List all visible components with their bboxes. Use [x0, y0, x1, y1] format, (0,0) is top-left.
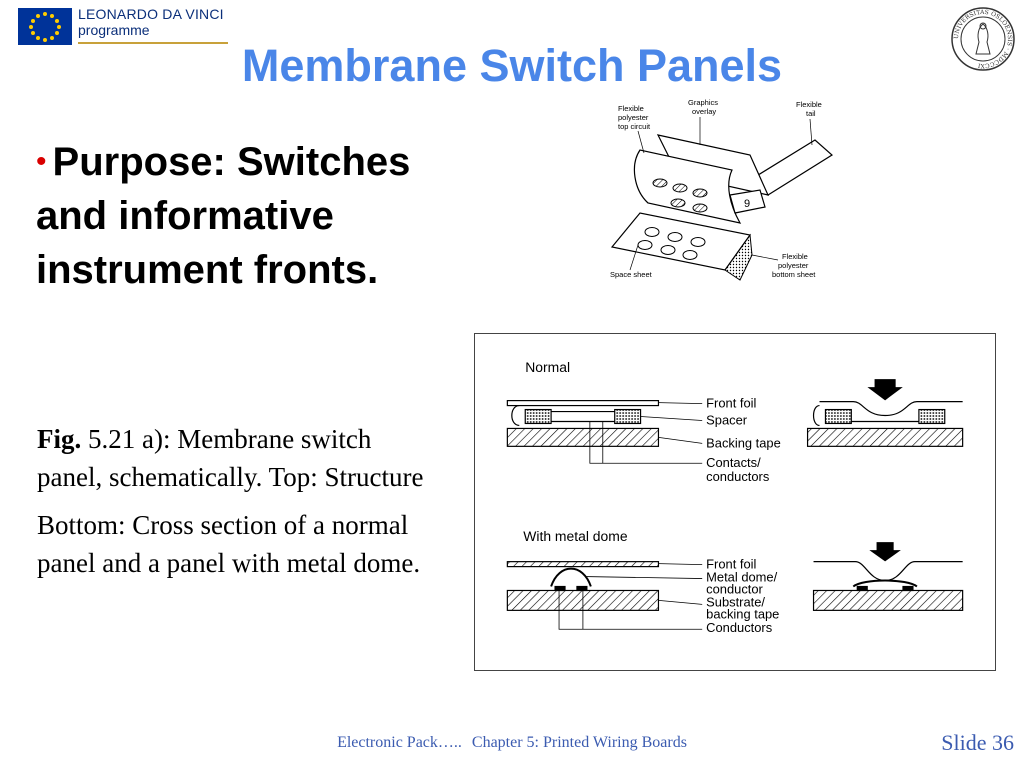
- structure-diagram: 9 Flexible polyester top circuit Graphic…: [610, 98, 834, 281]
- label-bottom-sheet-2: polyester: [778, 261, 809, 270]
- label-space-sheet: Space sheet: [610, 270, 653, 279]
- purpose-text: Purpose: Switches and informative instru…: [36, 140, 411, 292]
- bullet-marker: •: [36, 145, 47, 178]
- label-front-foil-2: Front foil: [706, 557, 756, 572]
- label-conductors-2: Conductors: [706, 620, 772, 635]
- label-dome-conductor: conductor: [706, 581, 763, 596]
- footer-chapter: Chapter 5: Printed Wiring Boards: [471, 734, 687, 751]
- fig-text: 5.21 a): Membrane switch panel, schemati…: [37, 424, 424, 492]
- fig-label: Fig.: [37, 424, 82, 454]
- label-graphics-2: overlay: [692, 107, 716, 116]
- label-substrate-backing: backing tape: [706, 606, 779, 621]
- caption-bottom: Bottom: Cross section of a normal panel …: [37, 510, 421, 578]
- label-tail-1: Flexible: [796, 100, 822, 109]
- caption-structure: Fig. 5.21 a): Membrane switch panel, sch…: [37, 420, 437, 496]
- label-front-foil-1: Front foil: [706, 396, 756, 411]
- logo-rule: [78, 42, 228, 44]
- logo-line-2: programme: [78, 22, 150, 38]
- footer: Electronic Pack….. Chapter 5: Printed Wir…: [0, 734, 1024, 752]
- label-backing-tape: Backing tape: [706, 435, 781, 450]
- label-bottom-sheet-3: bottom sheet: [772, 270, 816, 279]
- label-graphics-1: Graphics: [688, 98, 718, 107]
- figure-caption: Fig. 5.21 a): Membrane switch panel, sch…: [37, 420, 437, 582]
- label-substrate: Substrate/: [706, 594, 765, 609]
- slide-title: Membrane Switch Panels: [241, 40, 783, 91]
- label-top-circuit-1: Flexible: [618, 104, 644, 113]
- footer-course: Electronic Pack…..: [337, 734, 462, 751]
- logo-line-1: LEONARDO DA VINCI: [78, 6, 224, 22]
- label-spacer: Spacer: [706, 412, 748, 427]
- label-conductors-1: conductors: [706, 469, 769, 484]
- slide-number: Slide 36: [941, 730, 1014, 755]
- dome-heading: With metal dome: [523, 528, 628, 544]
- key-digit: 9: [744, 198, 750, 210]
- label-contacts: Contacts/: [706, 455, 761, 470]
- cross-section-diagram: Normal Front foil Spacer Backing tape Co…: [474, 333, 996, 671]
- label-metal-dome: Metal dome/: [706, 570, 777, 585]
- leonardo-logo: LEONARDO DA VINCI programme: [78, 6, 228, 44]
- label-top-circuit-3: top circuit: [618, 122, 651, 131]
- label-bottom-sheet-1: Flexible: [782, 252, 808, 261]
- eu-flag-icon: [18, 8, 72, 45]
- label-top-circuit-2: polyester: [618, 113, 649, 122]
- purpose-bullet: •Purpose: Switches and informative instr…: [36, 135, 456, 297]
- label-tail-2: tail: [806, 109, 816, 118]
- normal-heading: Normal: [525, 359, 570, 375]
- university-seal-icon: UNIVERSITAS OSLOENSIS · MDCCCXI: [951, 7, 1015, 71]
